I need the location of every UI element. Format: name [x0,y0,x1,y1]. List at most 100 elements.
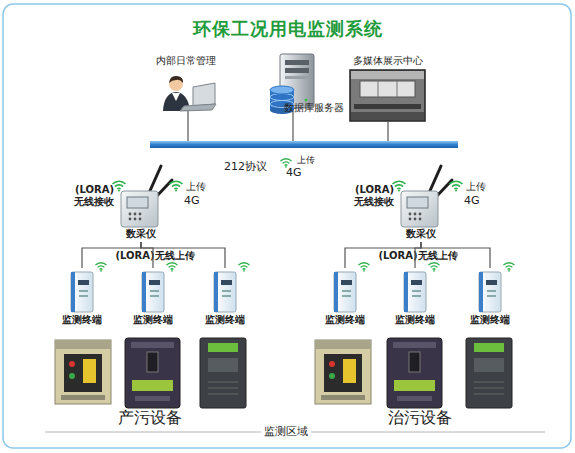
upload-label: 上传 [466,181,486,193]
monitor-terminal: 监测终端 [385,268,445,328]
monitor-terminal-icon-part [71,272,93,312]
moulded-case-breaker-part [393,342,436,348]
monitor-terminal-icon-part [214,272,218,312]
monitor-terminal-icon-part [79,295,88,297]
data-collector-icon-part [419,218,422,221]
multimedia-room-photo-part [397,81,398,97]
database-server-icon [270,54,314,143]
person-laptop-icon [163,76,216,143]
air-circuit-breaker-part [315,340,371,349]
data-collector-icon-part [409,218,412,221]
group-label: 治污设备 [388,408,452,427]
data-collector-icon-part [129,213,132,216]
data-collector-icon-part [409,213,412,216]
frequency-converter-part [208,388,238,389]
monitor-terminal-icon-part [404,272,408,312]
moulded-case-breaker-part [387,338,442,408]
monitor-terminal-icon-part [214,272,236,312]
node-label: 监测终端 [315,314,375,326]
data-collector-icon-part [139,218,142,221]
connector-wire [141,242,225,268]
monitor-terminal-icon-part [334,272,356,312]
monitor-terminal-icon-part [238,263,249,272]
monitor-terminal-icon-part [412,290,421,292]
data-collector-icon-part [129,218,132,221]
monitor-terminal-icon-part [428,263,439,272]
node-label: 监测终端 [460,314,520,326]
database-server: 数据库服务器 [262,50,354,116]
data-collector-icon-part [419,213,422,216]
database-server-icon-part [305,99,308,102]
monitor-terminal-icon-part [142,272,164,312]
database-server-icon-part [270,86,294,94]
node-label: 数采仪 [110,228,172,240]
monitor-terminal-icon-part [342,295,351,297]
monitor-terminal-icon-part [221,280,232,285]
moulded-case-breaker [387,338,442,408]
person-laptop-icon-part [180,104,216,111]
data-collector: 数采仪 [390,180,452,242]
frequency-converter-part [466,338,512,408]
wireless-label: (LORA) 无线接收 [350,184,394,208]
data-collector: 数采仪 [110,180,172,242]
monitor-terminal-icon-part [404,272,426,312]
air-circuit-breaker-part [69,373,75,379]
monitor-terminal-icon [71,263,107,312]
wireless-label: (LORA) 无线接收 [70,184,114,208]
data-collector-icon-part [407,197,428,208]
multimedia-room-photo [350,70,425,143]
node-label: 监测终端 [385,314,445,326]
air-circuit-breaker-part [329,373,335,379]
frequency-converter-part [474,343,504,352]
connector-wire [141,242,153,268]
monitor-terminal-icon-part [150,290,159,292]
frequency-converter-part [208,343,238,352]
multimedia-room-photo-part [351,112,424,120]
data-collector-icon [121,166,172,227]
monitor-terminal-icon-part [142,272,146,312]
moulded-case-breaker [125,338,180,408]
wireless-symbol [113,181,126,191]
network-label: 4G [184,194,200,207]
monitor-terminal-icon-part [71,272,75,312]
monitor-terminal-icon-part [222,290,231,292]
monitor-terminal: 监测终端 [460,268,520,328]
frequency-converter-part [208,382,238,383]
monitor-terminal-icon-part [78,280,89,285]
air-circuit-breaker-part [83,359,96,383]
air-circuit-breaker-part [69,361,75,367]
frequency-converter-part [200,338,246,408]
data-collector-icon-part [134,213,137,216]
air-circuit-breaker-part [321,395,365,400]
monitor-terminal-icon [142,263,178,312]
air-circuit-breaker [315,340,371,404]
database-server-icon-part [285,68,309,73]
person-laptop-icon-part [169,76,183,83]
node-label: 监测终端 [195,314,255,326]
outer-frame [3,4,571,448]
air-circuit-breaker-part [64,354,102,392]
connector-wire [415,242,421,268]
data-collector-icon-part [134,218,137,221]
multimedia-room-photo-part [387,122,388,143]
connector-wire [345,242,421,268]
monitor-terminal: 监测终端 [123,268,183,328]
node-label: 监测终端 [123,314,183,326]
region-label: 监测区域 [261,425,311,438]
monitor-terminal-icon-part [479,272,483,312]
data-collector-icon-part [149,166,161,193]
data-collector-icon-part [127,197,148,208]
frequency-converter-part [474,358,504,372]
monitor-terminal: 监测终端 [195,268,255,328]
moulded-case-breaker-part [409,352,420,372]
node-label: 多媒体展示中心 [345,55,430,67]
moulded-case-breaker-part [132,380,173,391]
monitor-terminal-icon-part [79,290,88,292]
data-collector-icon-part [414,213,417,216]
protocol-label: 212协议 [224,160,267,173]
monitor-terminal-icon [404,263,440,312]
multimedia-center: 多媒体展示中心 [345,55,430,123]
moulded-case-breaker-part [131,342,174,348]
air-circuit-breaker-part [343,359,356,383]
upload-label: 上传 [186,181,206,193]
